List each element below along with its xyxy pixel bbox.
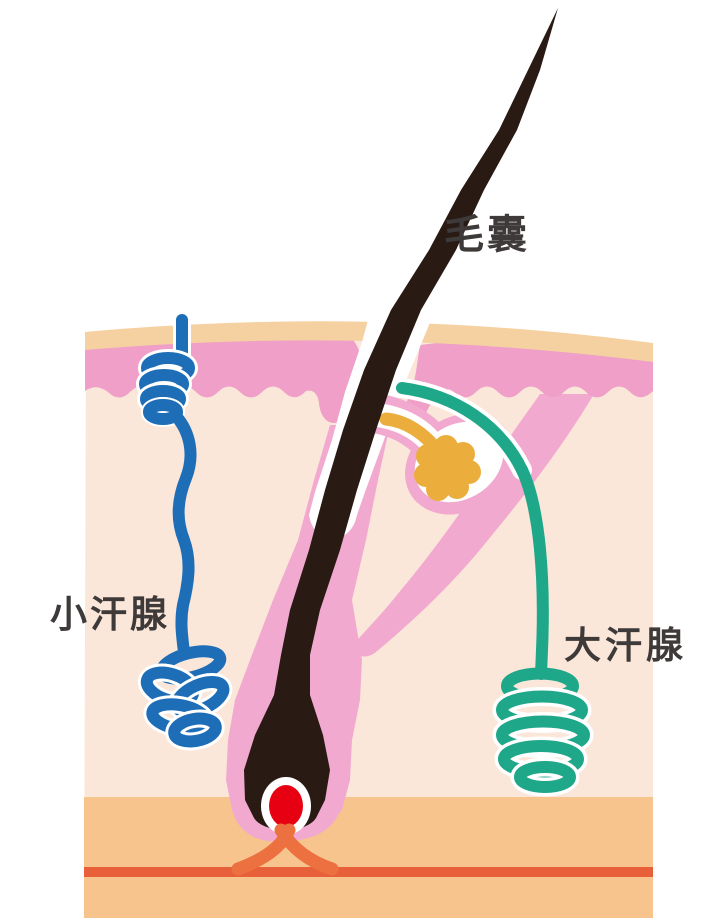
apocrine-coil bbox=[492, 667, 594, 797]
apocrine-duct-upper bbox=[396, 382, 528, 476]
sebaceous-gland bbox=[354, 393, 515, 515]
eccrine-duct bbox=[170, 410, 197, 658]
sebaceous-lobes bbox=[414, 435, 481, 501]
eccrine-gland bbox=[136, 313, 233, 751]
hair-shaft bbox=[244, 8, 558, 831]
subcutis-layer bbox=[84, 797, 653, 918]
apocrine-duct-lower bbox=[516, 464, 549, 680]
blood-vessel bbox=[84, 867, 653, 877]
label-eccrine-gland: 小汗腺 bbox=[50, 594, 170, 635]
apocrine-gland bbox=[392, 378, 594, 797]
label-apocrine-gland: 大汗腺 bbox=[564, 625, 687, 666]
papilla-red bbox=[269, 785, 303, 827]
eccrine-coil bbox=[137, 645, 233, 751]
epidermis-right bbox=[400, 340, 653, 441]
eccrine-spiral bbox=[136, 349, 198, 427]
vessel-branches bbox=[231, 823, 339, 876]
dermal-papilla bbox=[261, 777, 311, 835]
skin-surface-layer bbox=[85, 321, 653, 362]
label-hair-follicle: 毛囊 bbox=[444, 213, 530, 257]
arrector-band bbox=[352, 394, 594, 657]
